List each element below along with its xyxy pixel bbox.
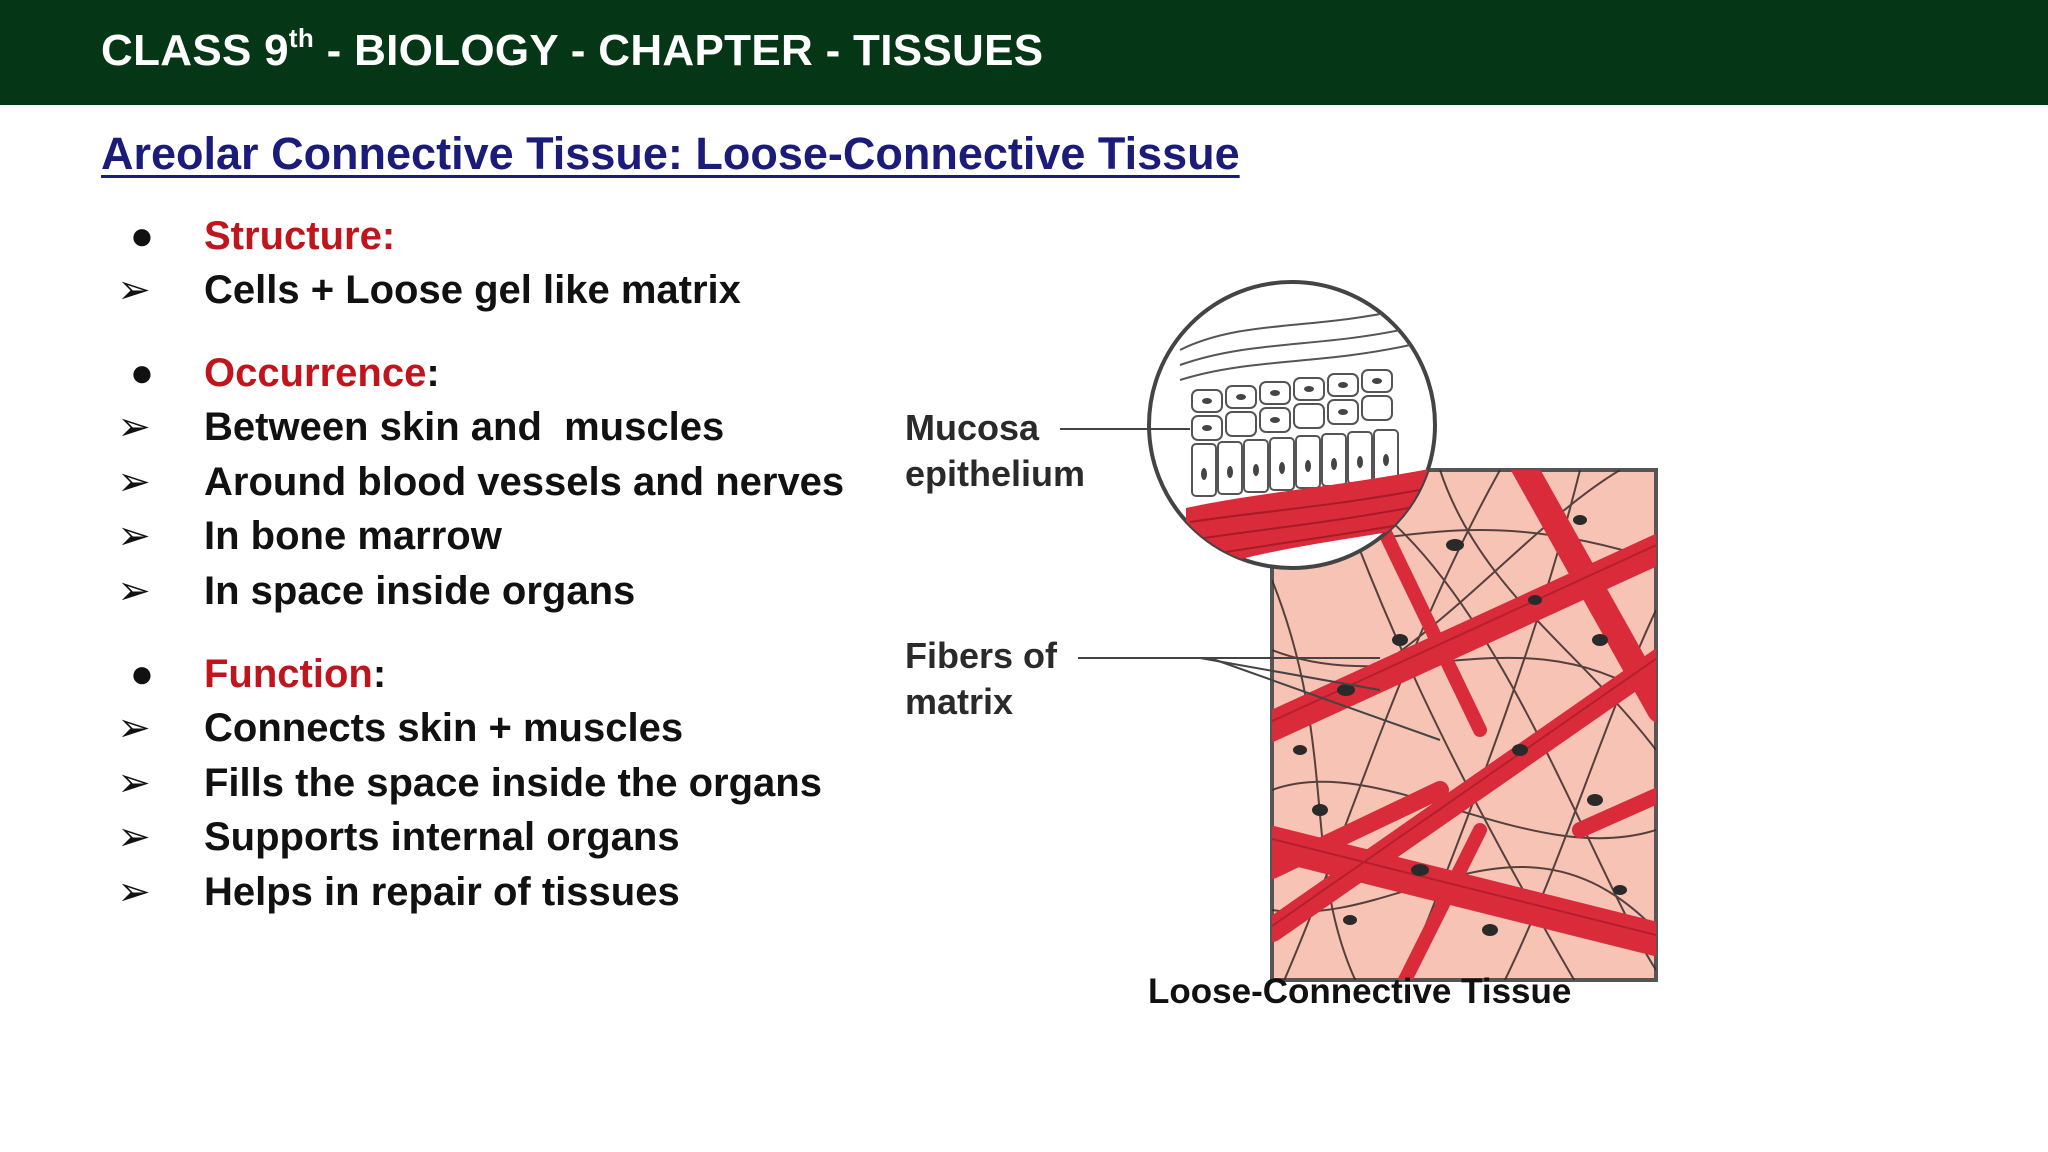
header-bar: CLASS 9th - BIOLOGY - CHAPTER - TISSUES xyxy=(0,0,2048,105)
arrow-bullet-icon: ➢ xyxy=(117,267,151,313)
mucosa-epithelium-inset xyxy=(1147,280,1437,570)
header-title: CLASS 9th - BIOLOGY - CHAPTER - TISSUES xyxy=(101,23,1044,75)
arrow-bullet-icon: ➢ xyxy=(117,459,151,505)
bullet-icon: ● xyxy=(129,652,155,696)
arrow-bullet-icon: ➢ xyxy=(117,705,151,751)
bullet-icon: ● xyxy=(129,351,155,395)
bullet-icon: ● xyxy=(129,214,155,258)
arrow-bullet-icon: ➢ xyxy=(117,760,151,806)
slide-title: Areolar Connective Tissue: Loose-Connect… xyxy=(101,128,1240,179)
label-fibers-of-matrix: Fibers of matrix xyxy=(905,635,1058,722)
label-mucosa-epithelium: Mucosa epithelium xyxy=(905,407,1086,494)
diagram-caption: Loose-Connective Tissue xyxy=(1148,972,1572,1011)
leader-lines xyxy=(1060,428,1441,741)
tissue-diagram xyxy=(1060,280,1658,982)
arrow-bullet-icon: ➢ xyxy=(117,513,151,559)
arrow-bullet-icon: ➢ xyxy=(117,404,151,450)
arrow-bullet-icon: ➢ xyxy=(117,869,151,915)
arrow-bullet-icon: ➢ xyxy=(117,814,151,860)
arrow-bullet-icon: ➢ xyxy=(117,568,151,614)
